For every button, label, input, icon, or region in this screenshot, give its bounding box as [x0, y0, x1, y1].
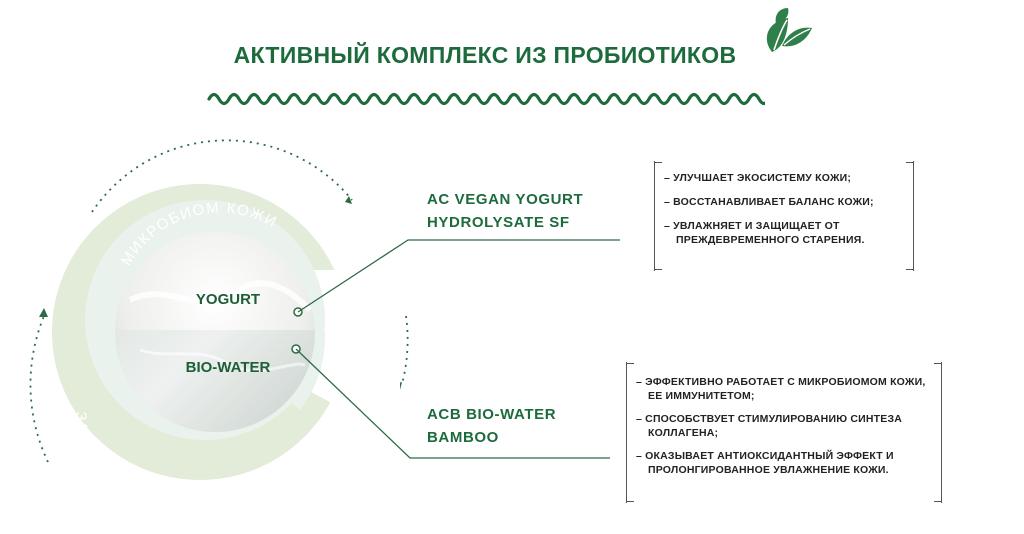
- circle-top-label: YOGURT: [196, 291, 260, 308]
- arrow-icon: [91, 139, 353, 213]
- arrow-head-icon: [345, 196, 352, 204]
- product-bio-water: ACB BIO-WATER BAMBOO: [427, 403, 556, 449]
- product-name-line2: BAMBOO: [427, 429, 499, 446]
- product-yogurt: AC VEGAN YOGURT HYDROLYSATE SF: [427, 188, 583, 234]
- connector-dot: [293, 307, 303, 317]
- benefit-item: – способствует стимулированию синтеза ко…: [636, 413, 903, 439]
- product-name-line1: AC VEGAN YOGURT: [427, 191, 584, 208]
- connector-dot: [291, 344, 301, 354]
- page-title: АКТИВНЫЙ КОМПЛЕКС ИЗ ПРОБИОТИКОВ: [233, 42, 737, 68]
- benefit-item: – эффективно работает с микробиомом кожи…: [636, 376, 926, 402]
- benefit-item: – восстанавливает баланс кожи;: [664, 196, 874, 208]
- benefit-item: – оказывает антиоксидантный эффект и про…: [636, 450, 894, 476]
- arrow-head-icon: [39, 308, 48, 317]
- product-name-line1: ACB BIO-WATER: [427, 406, 557, 423]
- arrow-icon: [29, 315, 49, 463]
- arrow-icon: [401, 315, 409, 385]
- benefits-box-yogurt: – улучшает экосистему кожи; – восстанавл…: [654, 161, 914, 271]
- product-name-line2: HYDROLYSATE SF: [427, 214, 570, 231]
- circle-bottom-label: BIO-WATER: [186, 359, 271, 376]
- wave-divider: [207, 92, 765, 106]
- benefits-box-bio-water: – эффективно работает с микробиомом кожи…: [626, 362, 942, 503]
- leaves-icon: [766, 8, 812, 52]
- microbiome-diagram: МИКРОБИОМ КОЖИ ЗАЩИТА И ВОССТАНОВЛЕНИЕ Y…: [29, 139, 409, 534]
- benefit-item: – улучшает экосистему кожи;: [664, 172, 852, 184]
- benefit-item: – увлажняет и защищает от преждевременно…: [664, 220, 865, 246]
